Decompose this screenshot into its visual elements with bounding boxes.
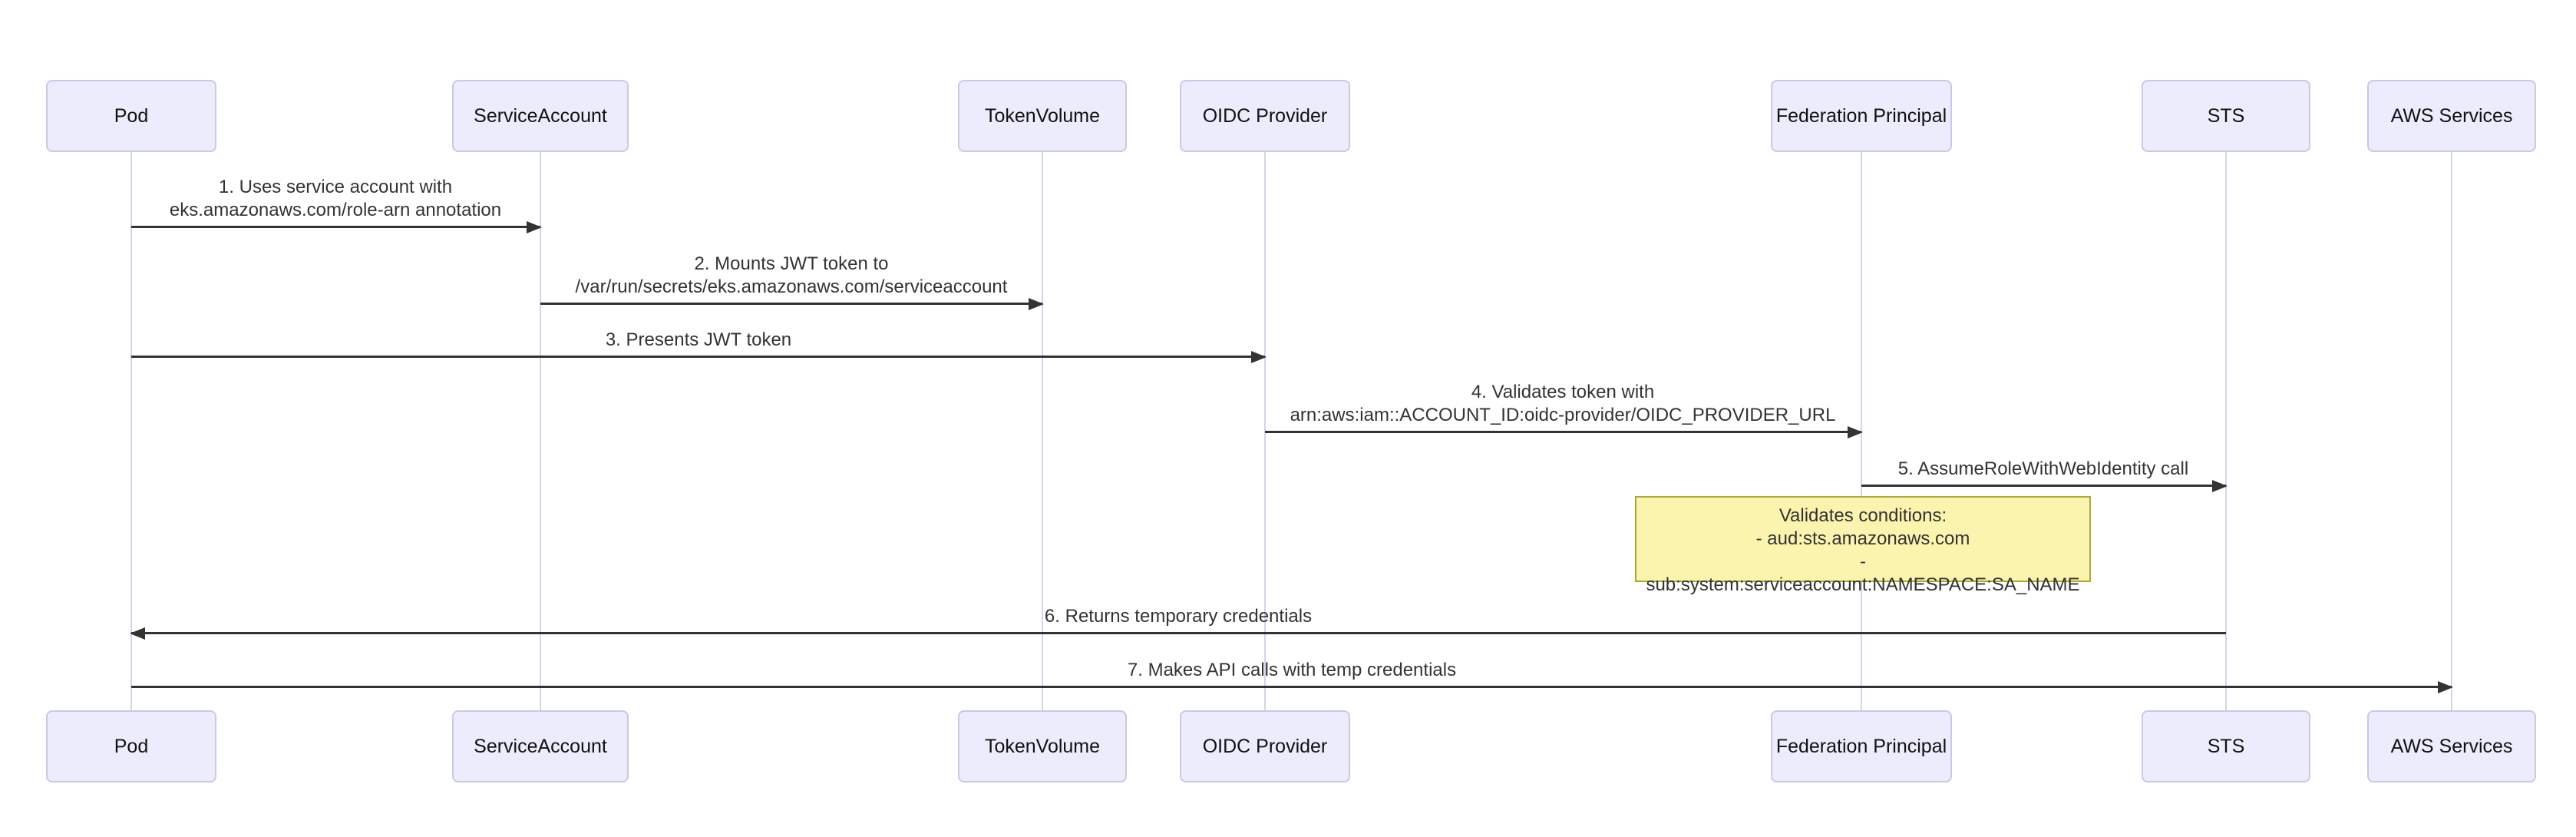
- actor-bottom-pod: Pod: [46, 710, 216, 782]
- lifeline-sts: [2225, 152, 2227, 710]
- actor-bottom-token-volume: TokenVolume: [958, 710, 1127, 782]
- actor-top-sts: STS: [2142, 80, 2310, 152]
- actor-top-aws-services: AWS Services: [2367, 80, 2536, 152]
- lifeline-aws-services: [2451, 152, 2452, 710]
- message-2-arrow: [540, 303, 1042, 305]
- message-7-arrow: [131, 686, 2452, 688]
- actor-bottom-oidc-provider: OIDC Provider: [1180, 710, 1350, 782]
- actor-bottom-sts: STS: [2142, 710, 2310, 782]
- message-1-label: 1. Uses service account with eks.amazona…: [169, 177, 502, 220]
- message-3-arrow: [131, 356, 1265, 358]
- message-1-arrow: [131, 226, 540, 228]
- message-2-label: 2. Mounts JWT token to /var/run/secrets/…: [575, 253, 1008, 297]
- actor-top-federation-principal: Federation Principal: [1771, 80, 1952, 152]
- message-4-label: 4. Validates token with arn:aws:iam::ACC…: [1290, 382, 1836, 425]
- message-5-arrow: [1861, 485, 2226, 487]
- message-5-label: 5. AssumeRoleWithWebIdentity call: [1897, 458, 2189, 479]
- lifeline-token-volume: [1042, 152, 1043, 710]
- lifeline-service-account: [540, 152, 541, 710]
- actor-top-service-account: ServiceAccount: [452, 80, 629, 152]
- actor-top-pod: Pod: [46, 80, 216, 152]
- message-6-label: 6. Returns temporary credentials: [1044, 606, 1313, 627]
- actor-bottom-service-account: ServiceAccount: [452, 710, 629, 782]
- message-4-arrow: [1265, 431, 1861, 433]
- note-validates-conditions: Validates conditions: - aud:sts.amazonaw…: [1635, 496, 2091, 595]
- actor-bottom-aws-services: AWS Services: [2367, 710, 2536, 782]
- actor-top-token-volume: TokenVolume: [958, 80, 1127, 152]
- actor-bottom-federation-principal: Federation Principal: [1771, 710, 1952, 782]
- message-7-label: 7. Makes API calls with temp credentials: [1127, 660, 1457, 680]
- lifeline-pod: [130, 152, 132, 710]
- message-6-arrow: [131, 632, 2226, 634]
- message-3-label: 3. Presents JWT token: [605, 329, 792, 350]
- actor-top-oidc-provider: OIDC Provider: [1180, 80, 1350, 152]
